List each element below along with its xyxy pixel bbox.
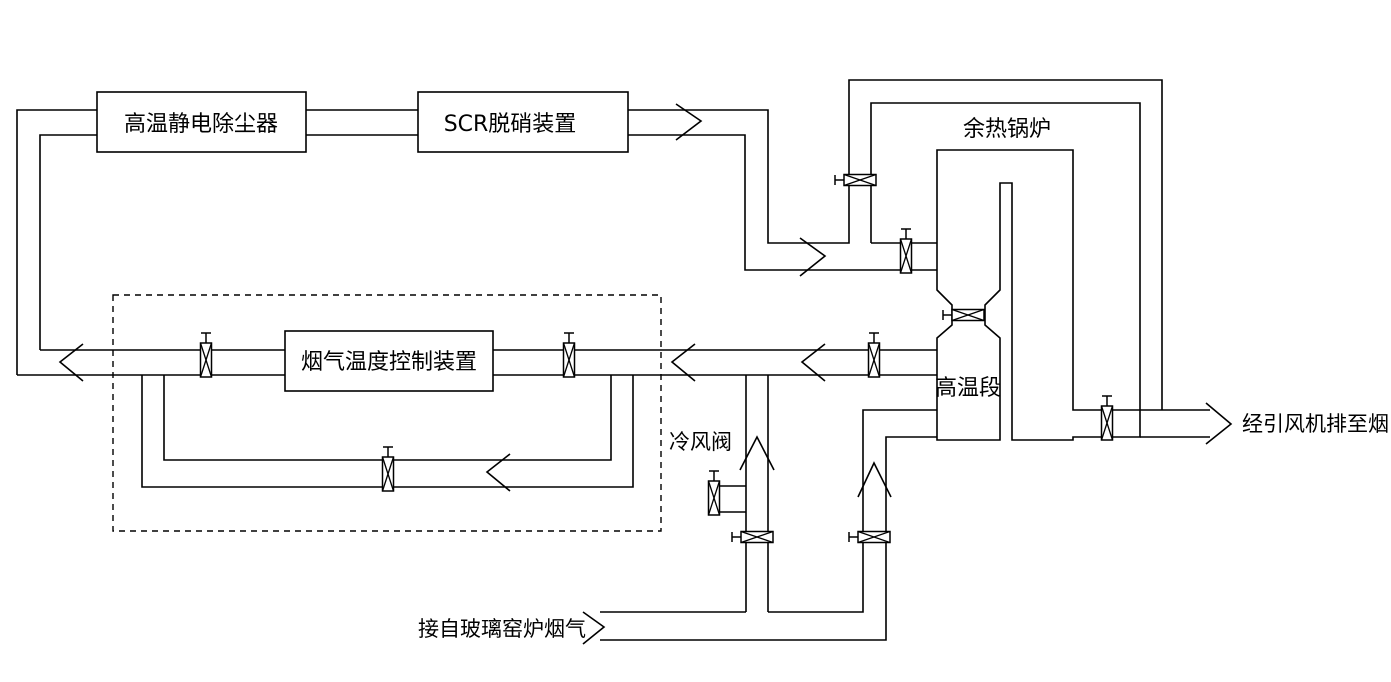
cold-air-riser: 冷风阀 [669, 375, 775, 612]
boiler-inlet-valve [899, 228, 913, 274]
high-temp-section-label: 高温段 [935, 376, 1001, 401]
temp-control-assembly: 烟气温度控制装置 [112, 294, 662, 532]
control-valve-left [199, 332, 213, 378]
waste-heat-boiler: 余热锅炉 高温段 [935, 117, 1141, 441]
esp-label: 高温静电除尘器 [124, 112, 278, 137]
boiler-label: 余热锅炉 [963, 117, 1051, 142]
flow-arrow-boiler-inlet [799, 237, 827, 277]
bypass-loop-valve [381, 446, 395, 492]
inlet-label: 接自玻璃窑炉烟气 [418, 617, 586, 641]
boiler-bypass-lines [822, 79, 1163, 410]
flow-arrow-top-right [675, 103, 703, 141]
esp-unit: 高温静电除尘器 [96, 91, 307, 153]
exhaust-valve [1100, 395, 1114, 441]
control-valve-right [562, 332, 576, 378]
bypass-valve [834, 173, 877, 187]
scr-unit: SCR脱硝装置 [417, 91, 629, 153]
riser-valve-left [731, 530, 774, 544]
cold-air-valve-label: 冷风阀 [669, 430, 732, 454]
riser-valve-right [848, 530, 891, 544]
temp-control-label: 烟气温度控制装置 [301, 350, 477, 375]
high-temp-damper [942, 308, 985, 322]
cold-air-valve [707, 470, 721, 516]
return-valve-right [867, 332, 881, 378]
temp-control-boundary [112, 294, 662, 532]
exhaust-label: 经引风机排至烟囱 [1242, 412, 1391, 436]
inlet-duct: 接自玻璃窑炉烟气 [418, 409, 937, 645]
top-duct [16, 103, 827, 375]
exhaust-duct: 经引风机排至烟囱 [1100, 395, 1391, 445]
scr-label: SCR脱硝装置 [444, 112, 577, 137]
